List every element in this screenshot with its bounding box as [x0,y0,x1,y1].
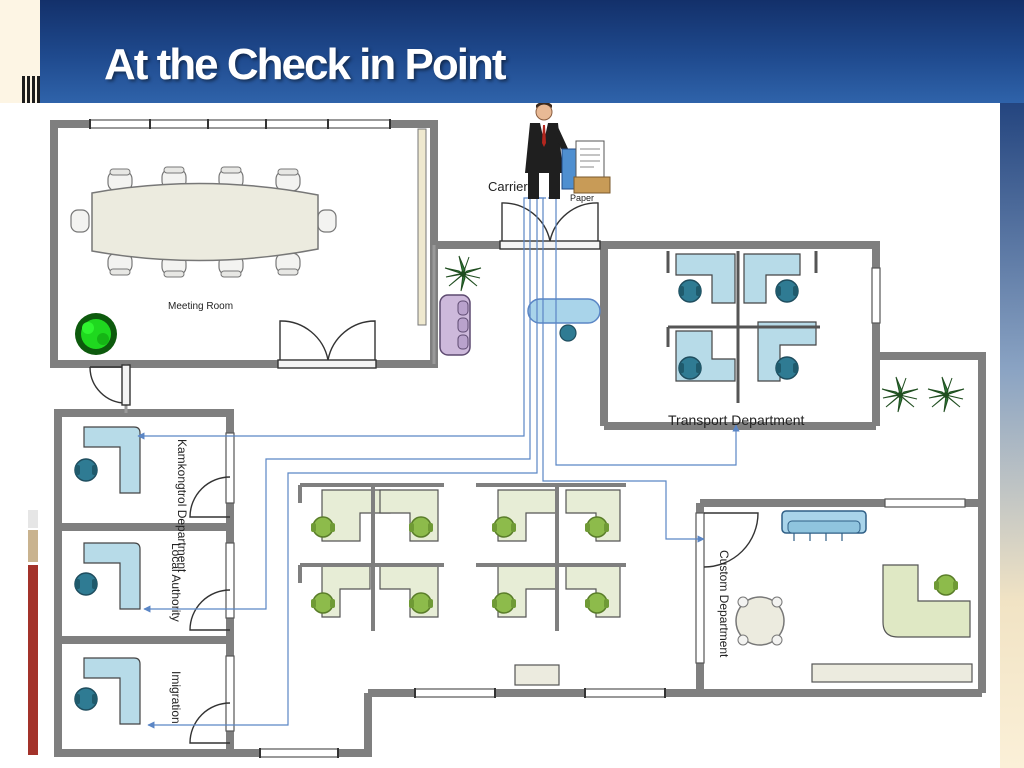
left-office-desks [83,426,141,725]
route-to-custom [542,197,705,543]
open-office-partitions [298,483,626,631]
custom-desk [882,564,971,638]
counter [811,663,973,683]
plant-icon [881,376,919,413]
chair-icon [933,574,959,596]
chair-icon [775,279,799,303]
plant-icon [444,255,482,292]
right-decorative-strip [1000,103,1024,768]
open-office-desks [321,489,621,618]
chair-icon [74,687,98,711]
vertical-stripes-icon [22,76,40,122]
reception-desk [527,298,601,324]
meeting-table [91,182,319,262]
small-cabinet [514,664,560,686]
documents-icon [561,140,611,194]
slide-title: At the Check in Point [104,40,506,89]
window-mullions [89,119,666,758]
chair-icon [678,356,702,380]
kamkongtrol-department-label: Kamkongtrol Department [175,439,189,573]
accent-bar-red [28,565,38,755]
transport-partitions [666,251,820,403]
custom-department-label: Custom Department [717,550,731,658]
businessman-icon [525,103,570,199]
chair-icon [678,279,702,303]
accent-bar-white [28,510,38,528]
local-authority-label: Local Authority [169,543,183,622]
floor-plan: Meeting Room Transport Department [40,103,1000,768]
route-to-imigration [147,197,544,729]
accent-bar-tan [28,530,38,562]
sofa [439,294,471,356]
bush-icon [75,313,117,355]
imigration-label: Imigration [169,671,183,724]
reception-chair-icon [559,324,577,342]
custom-bench [781,510,867,541]
transport-desks [675,253,817,382]
carrier-label: Carrier [488,179,528,194]
chair-icon [74,458,98,482]
slide-header: At the Check in Point [40,0,1024,103]
floor-plan-drawing: Meeting Room Transport Department [50,103,986,758]
wall-panel [417,128,427,326]
chair-icon [74,572,98,596]
plant-icon [927,376,965,413]
paper-label: Paper [570,193,594,203]
transport-department-label: Transport Department [668,412,805,428]
round-table [735,596,785,646]
meeting-room-label: Meeting Room [168,301,233,312]
chair-icon [775,356,799,380]
